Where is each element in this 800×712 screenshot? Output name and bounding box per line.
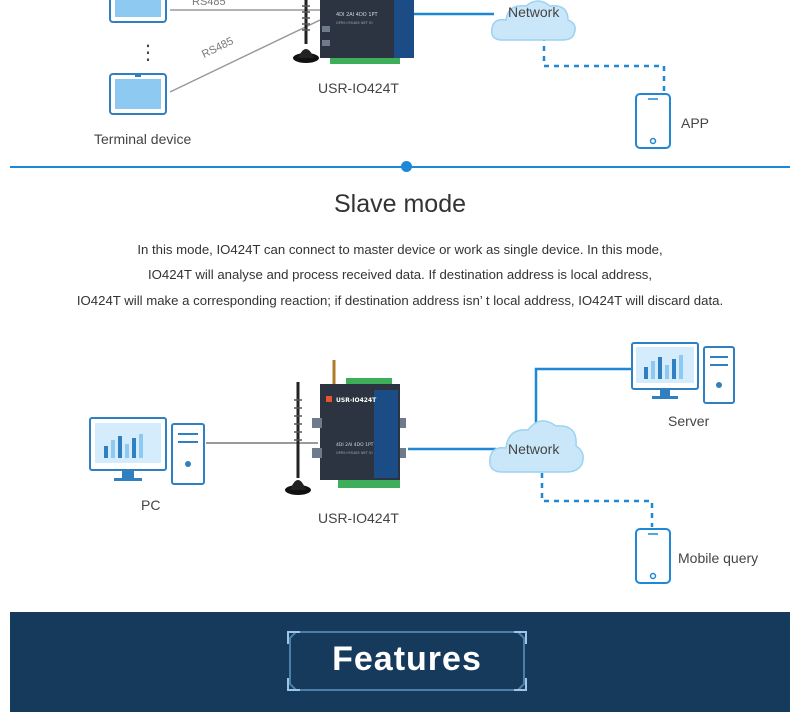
pc-icon <box>89 417 205 485</box>
server-icon <box>631 342 735 404</box>
pc-label: PC <box>141 497 161 513</box>
network-label: Network <box>508 441 560 457</box>
svg-text:4DI 2AI 4DO 1PT: 4DI 2AI 4DO 1PT <box>336 12 379 18</box>
slave-mode-paragraph-line-3: IO424T will make a corresponding reactio… <box>76 293 724 308</box>
terminal-device-icon-top <box>109 0 167 23</box>
server-label: Server <box>668 413 710 429</box>
device-sub-text: GPRS+RS485 NET IO <box>336 451 373 455</box>
rs485-label-top: RS485 <box>192 0 226 8</box>
network-links <box>408 367 654 527</box>
network-label-top: Network <box>508 4 560 20</box>
mobile-query-label: Mobile query <box>678 550 759 566</box>
svg-text:GPRS+RS485 NET IO: GPRS+RS485 NET IO <box>336 21 373 25</box>
phone-icon-mobile <box>635 528 671 584</box>
device-caption: USR-IO424T <box>318 510 399 526</box>
slave-mode-paragraph-line-2: IO424T will analyse and process received… <box>147 267 653 282</box>
device-spec-text: 4DI 2AI 4DO 1PT <box>336 442 374 448</box>
slave-mode-paragraph-line-1: In this mode, IO424T can connect to mast… <box>137 242 663 257</box>
rs485-lines <box>169 9 320 93</box>
features-title: Features <box>332 640 482 678</box>
device-caption-top: USR-IO424T <box>318 80 399 96</box>
section-divider <box>10 166 790 168</box>
slave-mode-title: Slave mode <box>333 190 467 218</box>
app-label: APP <box>681 115 710 131</box>
features-banner <box>10 612 790 712</box>
features-frame <box>287 631 527 691</box>
io424t-device: USR-IO424T 4DI 2AI 4DO 1PT GPRS+RS485 NE… <box>285 360 406 495</box>
cloud-icon-top <box>490 0 576 41</box>
top-network-links <box>414 12 666 94</box>
vertical-ellipsis: ⋮ <box>138 42 158 64</box>
phone-icon-app <box>635 93 671 149</box>
cloud-icon <box>489 420 584 473</box>
device-brand-text: USR-IO424T <box>336 397 377 404</box>
terminal-device-icon-bottom <box>109 73 167 115</box>
terminal-device-label: Terminal device <box>94 131 192 147</box>
io424t-device-top: 4DI 2AI 4DO 1PT GPRS+RS485 NET IO <box>293 0 414 64</box>
divider-dot <box>401 161 412 172</box>
